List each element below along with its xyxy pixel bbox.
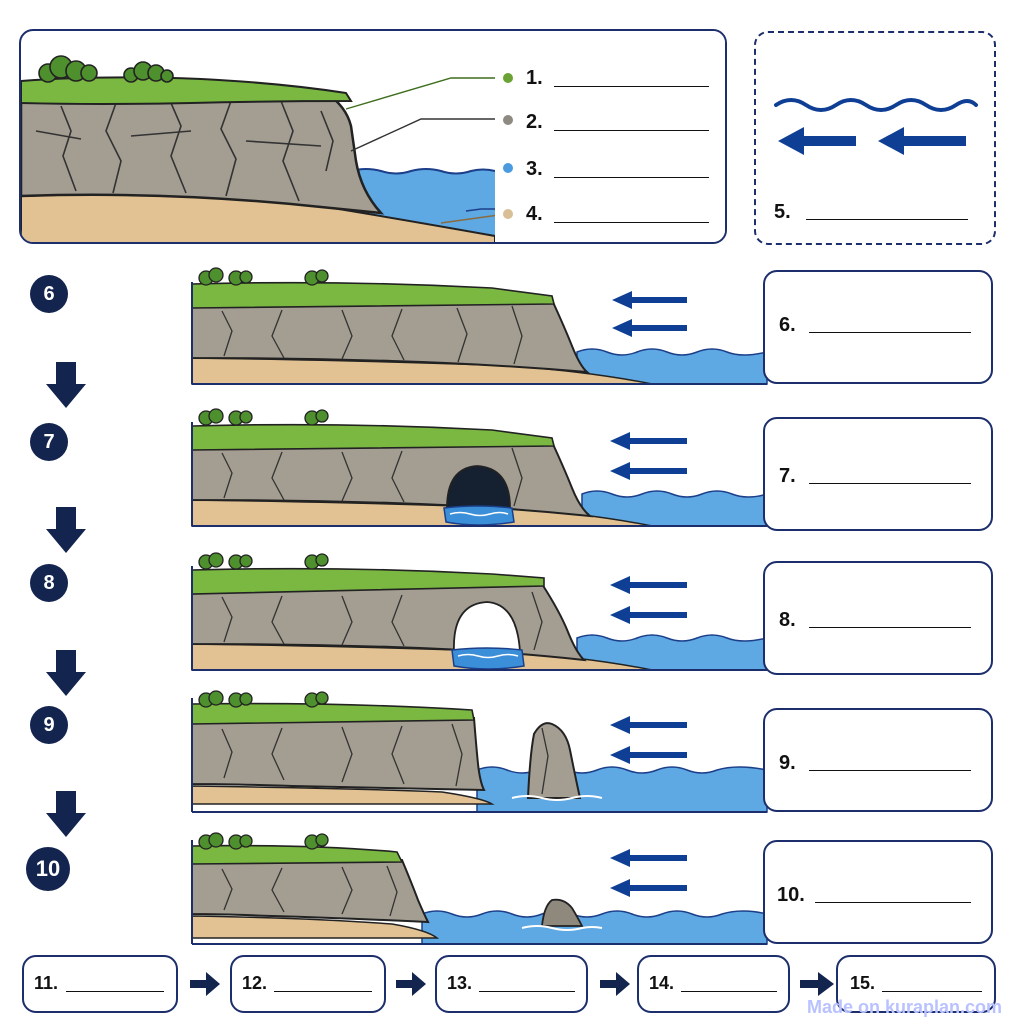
step-8-scene [191, 552, 768, 671]
label-9: 9. [779, 752, 796, 774]
answer-line-5[interactable] [806, 219, 968, 220]
answer-line-12[interactable] [274, 991, 372, 992]
answer-line-10[interactable] [815, 902, 971, 903]
answer-box-10[interactable]: 10. [763, 840, 993, 944]
answer-line-6[interactable] [809, 332, 971, 333]
wave-icon [774, 98, 978, 112]
label-4: 4. [526, 203, 543, 225]
answer-line-11[interactable] [66, 991, 164, 992]
label-13: 13. [447, 973, 473, 993]
label-dot-3 [503, 163, 513, 173]
down-arrow-icon [46, 791, 86, 837]
step-6-scene [191, 267, 768, 385]
step-badge-6: 6 [30, 275, 68, 313]
step-badge-8: 8 [30, 564, 68, 602]
right-arrow-icon [190, 972, 220, 996]
step-badge-10: 10 [26, 847, 70, 891]
answer-line-4[interactable] [554, 222, 709, 223]
answer-box-9[interactable]: 9. [763, 708, 993, 812]
answer-box-11[interactable]: 11. [22, 955, 178, 1013]
cliff-illustration [21, 31, 725, 242]
answer-line-15[interactable] [882, 991, 982, 992]
label-dot-1 [503, 73, 513, 83]
label-11: 11. [34, 973, 59, 993]
step-9-scene [191, 690, 768, 813]
answer-line-9[interactable] [809, 770, 971, 771]
answer-line-1[interactable] [554, 86, 709, 87]
label-2: 2. [526, 111, 543, 133]
answer-box-12[interactable]: 12. [230, 955, 386, 1013]
step-7-scene [191, 408, 768, 527]
label-dot-2 [503, 115, 513, 125]
label-dot-4 [503, 209, 513, 219]
answer-line-8[interactable] [809, 627, 971, 628]
label-6: 6. [779, 314, 796, 336]
answer-box-7[interactable]: 7. [763, 417, 993, 531]
right-arrow-icon [396, 972, 426, 996]
answer-box-8[interactable]: 8. [763, 561, 993, 675]
step-badge-9: 9 [30, 706, 68, 744]
label-8: 8. [779, 609, 796, 631]
answer-line-13[interactable] [479, 991, 575, 992]
answer-box-15[interactable]: 15. [836, 955, 996, 1013]
label-3: 3. [526, 158, 543, 180]
down-arrow-icon [46, 507, 86, 553]
label-12: 12. [242, 973, 268, 993]
label-14: 14. [649, 973, 675, 993]
answer-line-7[interactable] [809, 483, 971, 484]
answer-box-14[interactable]: 14. [637, 955, 790, 1013]
answer-box-13[interactable]: 13. [435, 955, 588, 1013]
label-5: 5. [774, 201, 791, 223]
watermark: Made on kuraplan.com [806, 997, 1002, 1017]
answer-box-6[interactable]: 6. [763, 270, 993, 384]
right-arrow-icon [800, 972, 834, 996]
down-arrow-icon [46, 650, 86, 696]
label-10: 10. [777, 884, 805, 906]
answer-line-2[interactable] [554, 130, 709, 131]
step-badge-7: 7 [30, 423, 68, 461]
wave-direction-box: 5. [754, 31, 996, 245]
step-10-scene [191, 832, 768, 945]
label-1: 1. [526, 67, 543, 89]
right-arrow-icon [600, 972, 630, 996]
answer-line-14[interactable] [681, 991, 777, 992]
answer-line-3[interactable] [554, 177, 709, 178]
label-15: 15. [850, 973, 876, 993]
cliff-labeling-panel: 1. 2. 3. 4. [19, 29, 727, 244]
left-arrow-icon [778, 127, 856, 155]
left-arrow-icon [878, 127, 966, 155]
down-arrow-icon [46, 362, 86, 408]
label-7: 7. [779, 465, 796, 487]
